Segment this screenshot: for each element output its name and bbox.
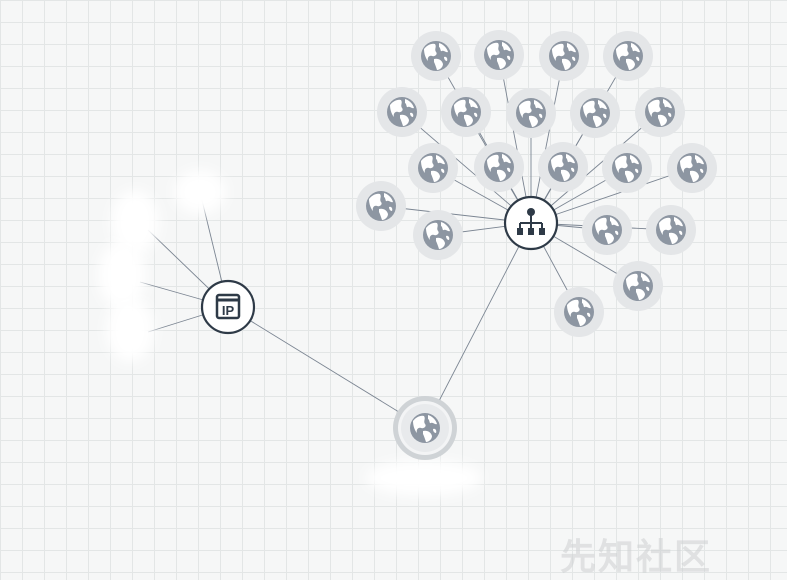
redacted-label-area [98, 241, 146, 309]
globe-icon [677, 153, 707, 183]
domain-node[interactable] [356, 181, 406, 231]
sitemap-icon [517, 208, 545, 235]
globe-icon [548, 152, 578, 182]
graph-edge [530, 167, 693, 224]
domain-node[interactable] [538, 142, 588, 192]
ip-icon-label: IP [222, 303, 235, 318]
graph-edge [401, 111, 532, 224]
domain-node[interactable] [603, 31, 653, 81]
network-hub-node[interactable] [503, 195, 559, 251]
domain-node[interactable] [411, 31, 461, 81]
graph-edge [530, 111, 661, 224]
redacted-label-area [111, 190, 159, 254]
globe-icon [410, 413, 440, 443]
graph-edge [498, 54, 532, 224]
domain-node[interactable] [441, 87, 491, 137]
globe-icon [613, 41, 643, 71]
domain-node[interactable] [582, 205, 632, 255]
graph-edge [227, 306, 426, 429]
watermark-text: 先知社区 [560, 537, 713, 578]
redacted-label-area [366, 460, 482, 496]
globe-icon [564, 297, 594, 327]
globe-icon [656, 215, 686, 245]
domain-node[interactable] [408, 143, 458, 193]
domain-node[interactable] [602, 143, 652, 193]
redacted-label-area [174, 170, 226, 214]
globe-icon [623, 271, 653, 301]
domain-node[interactable] [539, 31, 589, 81]
globe-icon [484, 40, 514, 70]
globe-icon [484, 152, 514, 182]
globe-icon [451, 97, 481, 127]
globe-icon [418, 153, 448, 183]
domain-node[interactable] [570, 88, 620, 138]
domain-node[interactable] [474, 142, 524, 192]
globe-icon [387, 97, 417, 127]
node-layer: IP [200, 30, 717, 460]
graph-edge [424, 222, 532, 429]
globe-icon [366, 191, 396, 221]
graph-edge [530, 55, 565, 224]
globe-icon [592, 215, 622, 245]
domain-node[interactable] [554, 287, 604, 337]
domain-node[interactable] [377, 87, 427, 137]
globe-icon [423, 220, 453, 250]
domain-node[interactable] [613, 261, 663, 311]
domain-node[interactable] [667, 143, 717, 193]
domain-node[interactable] [635, 87, 685, 137]
redacted-label-area [106, 298, 154, 362]
globe-icon [421, 41, 451, 71]
domain-node[interactable] [474, 30, 524, 80]
ip-icon: IP [215, 293, 241, 320]
domain-node[interactable] [413, 210, 463, 260]
globe-icon [645, 97, 675, 127]
domain-node[interactable] [646, 205, 696, 255]
redaction-layer [98, 170, 482, 496]
globe-icon [549, 41, 579, 71]
globe-icon [612, 153, 642, 183]
domain-node[interactable] [506, 88, 556, 138]
selected-domain-node[interactable] [393, 396, 457, 460]
globe-icon [516, 98, 546, 128]
ip-node[interactable]: IP [200, 279, 256, 335]
globe-icon [580, 98, 610, 128]
